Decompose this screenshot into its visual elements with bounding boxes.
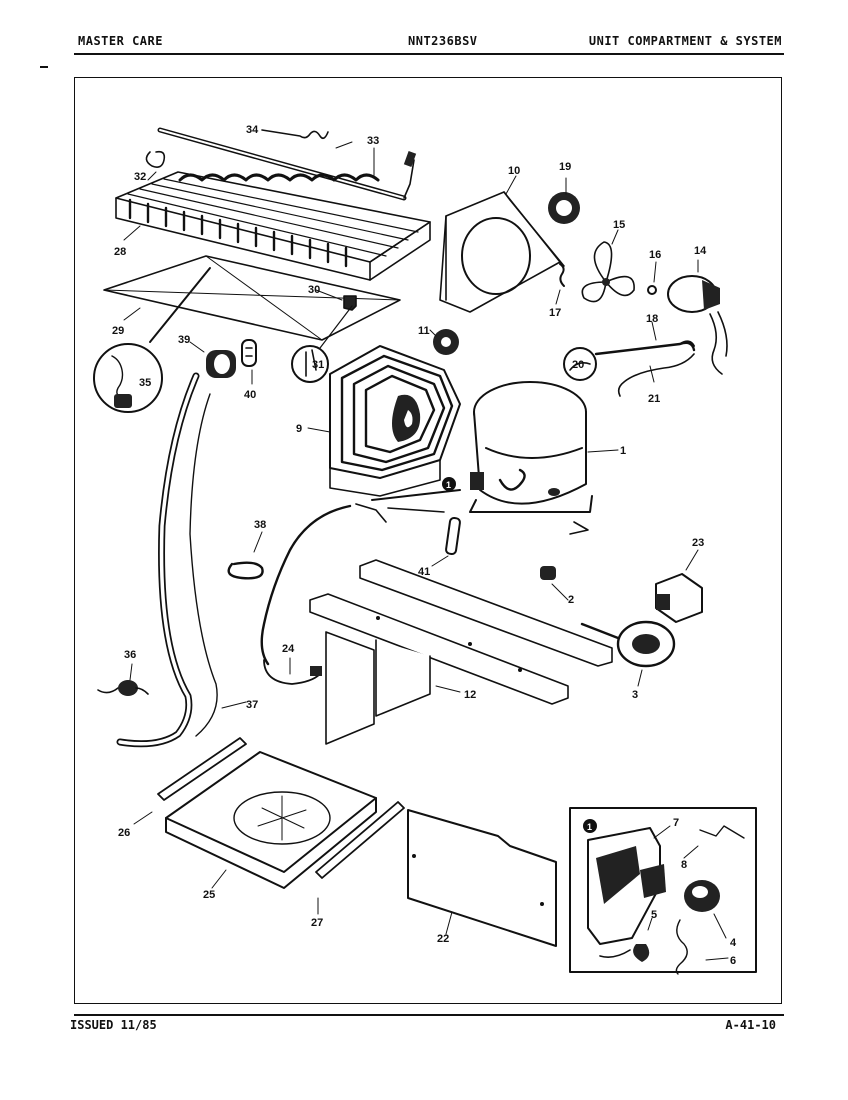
- part-14-fan-motor: [667, 275, 728, 375]
- callout-22: 22: [437, 933, 449, 945]
- callout-41: 41: [418, 566, 430, 578]
- part-9-drain-pan: [329, 345, 461, 497]
- part-41-drier: [445, 516, 461, 556]
- callout-14: 14: [694, 245, 707, 257]
- part-37-drain-hose: [116, 372, 218, 748]
- part-20-detail: [563, 347, 597, 381]
- issued-date: ISSUED 11/85: [70, 1018, 157, 1032]
- callout-5: 5: [651, 909, 657, 921]
- tubing: [371, 489, 461, 513]
- callout-25: 25: [203, 889, 215, 901]
- callout-1: 1: [620, 445, 626, 457]
- callout-15: 15: [613, 219, 625, 231]
- part-28-condenser: [115, 171, 431, 281]
- part-31-detail: [291, 305, 353, 383]
- callout-36: 36: [124, 649, 136, 661]
- part-11-grommet: [433, 329, 459, 355]
- part-25-drain-pan: [165, 751, 377, 889]
- callout-12: 12: [464, 689, 476, 701]
- part-40-plug: [241, 339, 257, 367]
- callout-24: 24: [282, 643, 295, 655]
- callout-8: 8: [681, 859, 687, 871]
- callout-10: 10: [508, 165, 520, 177]
- part-12-support-rails: [309, 559, 613, 745]
- callout-labels: 34 33 32 28 29 30 31 10 19 15 16 14 17 1…: [112, 124, 737, 967]
- brand-label: MASTER CARE: [78, 34, 163, 48]
- callout-4: 4: [730, 937, 737, 949]
- part-1-compressor: [469, 381, 593, 535]
- callout-26: 26: [118, 827, 130, 839]
- margin-mark: [40, 66, 48, 68]
- page-code: A-41-10: [725, 1018, 776, 1032]
- callout-31: 31: [312, 359, 324, 371]
- callout-33: 33: [367, 135, 379, 147]
- callout-29: 29: [112, 325, 124, 337]
- section-title: UNIT COMPARTMENT & SYSTEM: [588, 34, 782, 48]
- part-27-rail: [315, 801, 405, 879]
- footer-rule: [74, 1014, 784, 1016]
- part-26-rail: [157, 737, 247, 801]
- leader-lines: [123, 141, 729, 961]
- callout-17: 17: [549, 307, 561, 319]
- callout-32: 32: [134, 171, 146, 183]
- part-19-grommet: [548, 192, 580, 224]
- callout-16: 16: [649, 249, 661, 261]
- part-16-nut: [647, 285, 657, 295]
- part-2-grommet: [540, 566, 556, 580]
- diagram-frame: [74, 77, 782, 1004]
- callout-40: 40: [244, 389, 256, 401]
- callout-11: 11: [418, 325, 430, 337]
- part-33-tube: [157, 127, 417, 201]
- part-34-wire: [261, 129, 329, 140]
- callout-38: 38: [254, 519, 266, 531]
- detail-box: [569, 807, 757, 975]
- part-17-clip: [559, 263, 565, 287]
- part-23-relay: [655, 573, 703, 623]
- callout-20: 20: [572, 359, 584, 371]
- callout-30: 30: [308, 284, 320, 296]
- callout-9: 9: [296, 423, 302, 435]
- part-35-detail: [93, 267, 211, 413]
- callout-3: 3: [632, 689, 638, 701]
- callout-37: 37: [246, 699, 258, 711]
- detail-marker-1: [442, 477, 456, 491]
- callout-28: 28: [114, 246, 126, 258]
- part-36-fitting: [97, 680, 149, 696]
- part-18-harness: [594, 340, 696, 356]
- callout-2: 2: [568, 594, 574, 606]
- callout-6: 6: [730, 955, 736, 967]
- part-21-wire: [617, 353, 695, 397]
- header-rule: [74, 53, 784, 55]
- part-30-bracket: [343, 295, 357, 311]
- callout-27: 27: [311, 917, 323, 929]
- model-number: NNT236BSV: [408, 34, 478, 48]
- part-22-rear-cover: [407, 809, 557, 947]
- part-39-grommet: [206, 350, 236, 378]
- callout-7: 7: [673, 817, 679, 829]
- part-38-clamp: [227, 561, 264, 580]
- part-32-clip: [145, 150, 166, 168]
- detail-box-marker-label: 1: [587, 822, 592, 832]
- callout-23: 23: [692, 537, 704, 549]
- part-24-power-cord: [260, 503, 387, 685]
- callout-21: 21: [648, 393, 660, 405]
- part-10-shroud: [439, 191, 565, 313]
- callout-18: 18: [646, 313, 658, 325]
- callout-39: 39: [178, 334, 190, 346]
- callout-35: 35: [139, 377, 151, 389]
- detail-marker-label: 1: [446, 480, 451, 490]
- callout-19: 19: [559, 161, 571, 173]
- part-15-fan-blade: [581, 241, 635, 303]
- callout-34: 34: [246, 124, 259, 136]
- part-3-detail: [580, 620, 676, 668]
